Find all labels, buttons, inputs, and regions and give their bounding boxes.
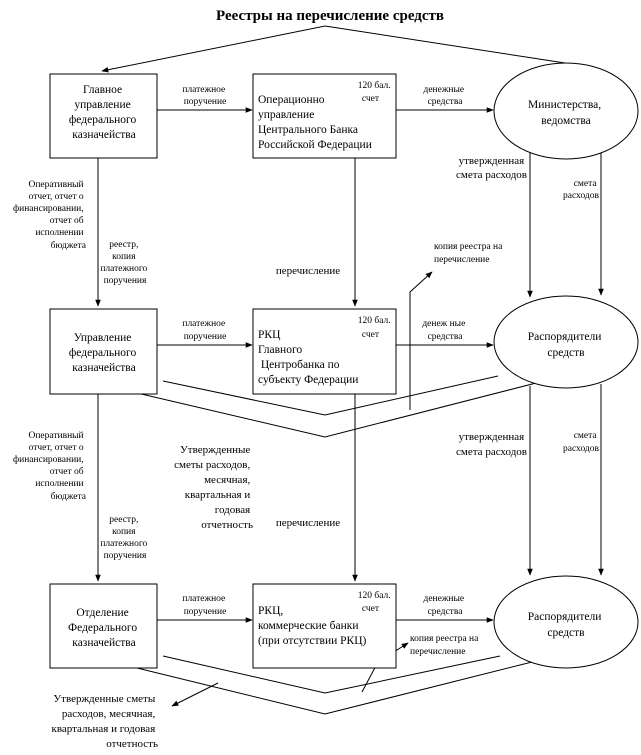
label-payment-order-3: платежное поручение (182, 594, 227, 617)
label-estimate-1: смета расходов (563, 179, 600, 201)
label-approved-estimate-1: утвержденная смета расходов (456, 155, 527, 181)
feedback-lines-2 (136, 655, 541, 715)
node-ministries-text: Министерства, ведомства (528, 99, 604, 127)
node-rkc2-account: 120 бал. счет (358, 590, 393, 614)
node-disp2-text: Распорядители средств (528, 611, 604, 639)
node-gufk (49, 73, 158, 159)
node-rkc1 (252, 308, 397, 395)
node-ofk (49, 583, 158, 669)
node-ou-cb (252, 73, 397, 159)
node-oucb-text: Операционно управление Центрального Банк… (258, 94, 372, 151)
label-money-1: денежные средства (424, 85, 467, 107)
node-ministries (493, 62, 639, 160)
label-payment-order-2: платежное поручение (182, 319, 227, 342)
label-registry-copy-1: копия реестра на перечисление (434, 242, 505, 265)
node-rkc2-text: РКЦ, коммерческие банки (при отсутствии … (258, 605, 367, 647)
node-ofk-text: Отделение Федерального казначейства (68, 607, 140, 649)
arrow-registry-copy-1 (409, 271, 433, 410)
node-ufk-text: Управление федерального казначейства (69, 332, 139, 374)
diagram-title: Реестры на перечисление средств (216, 8, 444, 24)
node-disp2 (493, 575, 639, 669)
label-approved-estimates-mid: Утвержденные сметы расходов, месячная, к… (174, 444, 253, 531)
label-operative-report-2: Оперативный отчет, отчет о финансировани… (13, 430, 87, 502)
label-payment-order-1: платежное поручение (182, 85, 227, 107)
node-ufk (49, 308, 158, 395)
arrow-to-bottom-reports (171, 682, 219, 707)
label-registry-copy-2: копия реестра на перечисление (410, 634, 481, 657)
label-estimate-2: смета расходов (563, 431, 600, 454)
label-money-3: денежные средства (424, 594, 467, 617)
label-approved-estimates-bottom: Утвержденные сметы расходов, месячная, к… (51, 693, 158, 750)
label-approved-estimate-2: утвержденная смета расходов (456, 431, 527, 458)
label-money-2: денеж ные средства (422, 319, 467, 342)
label-transfer-1: перечисление (276, 265, 340, 277)
node-rkc1-text: РКЦ Главного Центробанка по субъекту Фед… (258, 329, 358, 386)
label-registry-copy-po-2: реестр, копия платежного поручения (100, 515, 149, 561)
node-rkc1-account: 120 бал. счет (358, 315, 393, 340)
label-transfer-2: перечисление (276, 517, 340, 529)
feedback-lines-1 (136, 375, 541, 438)
node-disp1-text: Распорядители средств (528, 331, 604, 359)
label-registry-copy-po-1: реестр, копия платежного поручения (100, 240, 149, 286)
label-operative-report-1: Оперативный отчет, отчет о финансировани… (13, 179, 87, 251)
node-disp1 (493, 295, 639, 389)
arrow-ministries-to-gufk (101, 25, 566, 73)
node-oucb-account: 120 бал. счет (358, 80, 393, 104)
node-rkc2 (252, 583, 397, 669)
node-gufk-text: Главное управление федерального казначей… (69, 84, 139, 141)
